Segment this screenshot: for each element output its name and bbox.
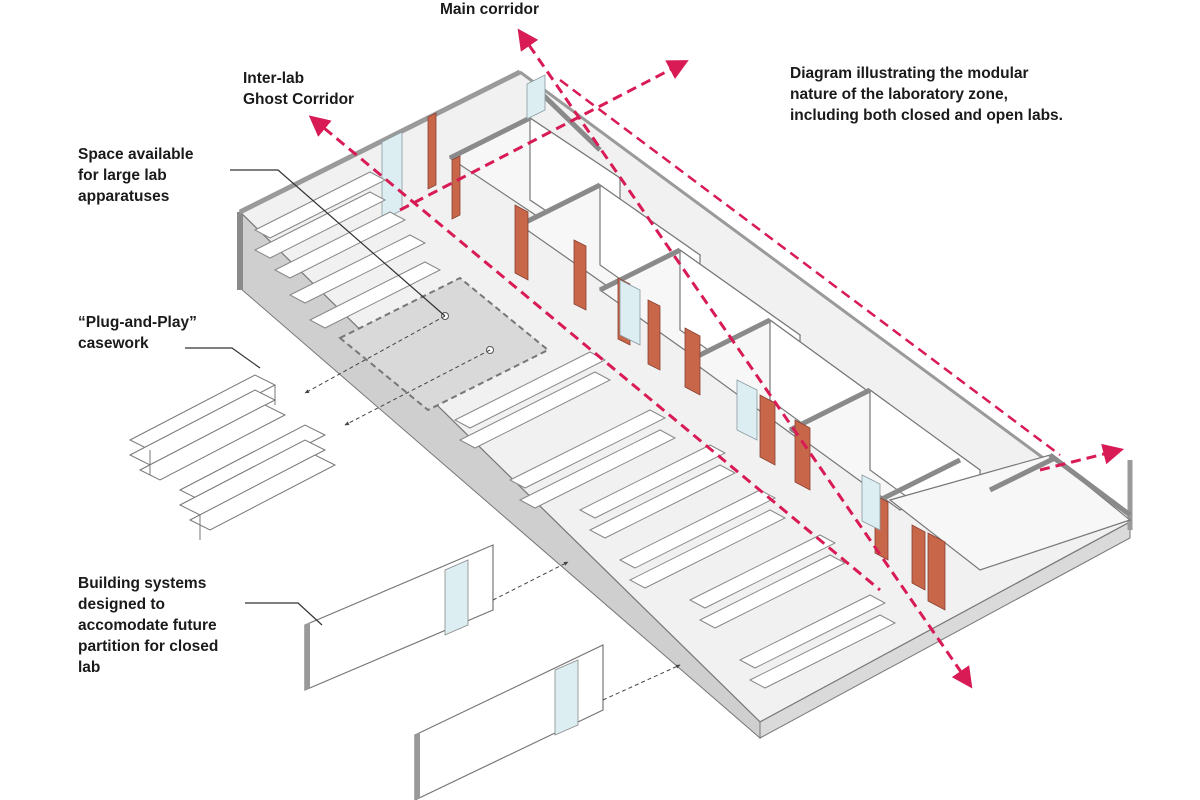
large-apparatus-zone [338,276,550,412]
leader-lines [185,169,446,626]
diagram-caption: Diagram illustrating the modular nature … [790,65,1063,124]
plug-and-play-label: “Plug-and-Play” casework [78,314,197,352]
main-corridor-label: Main corridor [440,1,540,18]
right-wall-dashed-outline [559,79,1061,456]
future-partition-wall-1 [304,544,494,691]
main-corridor-arrow [399,28,1125,689]
ghost-corridor-label: Inter-lab Ghost Corridor [243,70,355,108]
plug-and-play-casework [128,374,337,540]
exploded-view-arrows [304,315,681,701]
large-apparatus-label: Space available for large lab apparatuse… [78,146,194,205]
ghost-corridor-arrow [308,115,881,592]
building-systems-label: Building systems designed to accomodate … [78,575,219,676]
future-partition-wall-2 [414,644,604,800]
